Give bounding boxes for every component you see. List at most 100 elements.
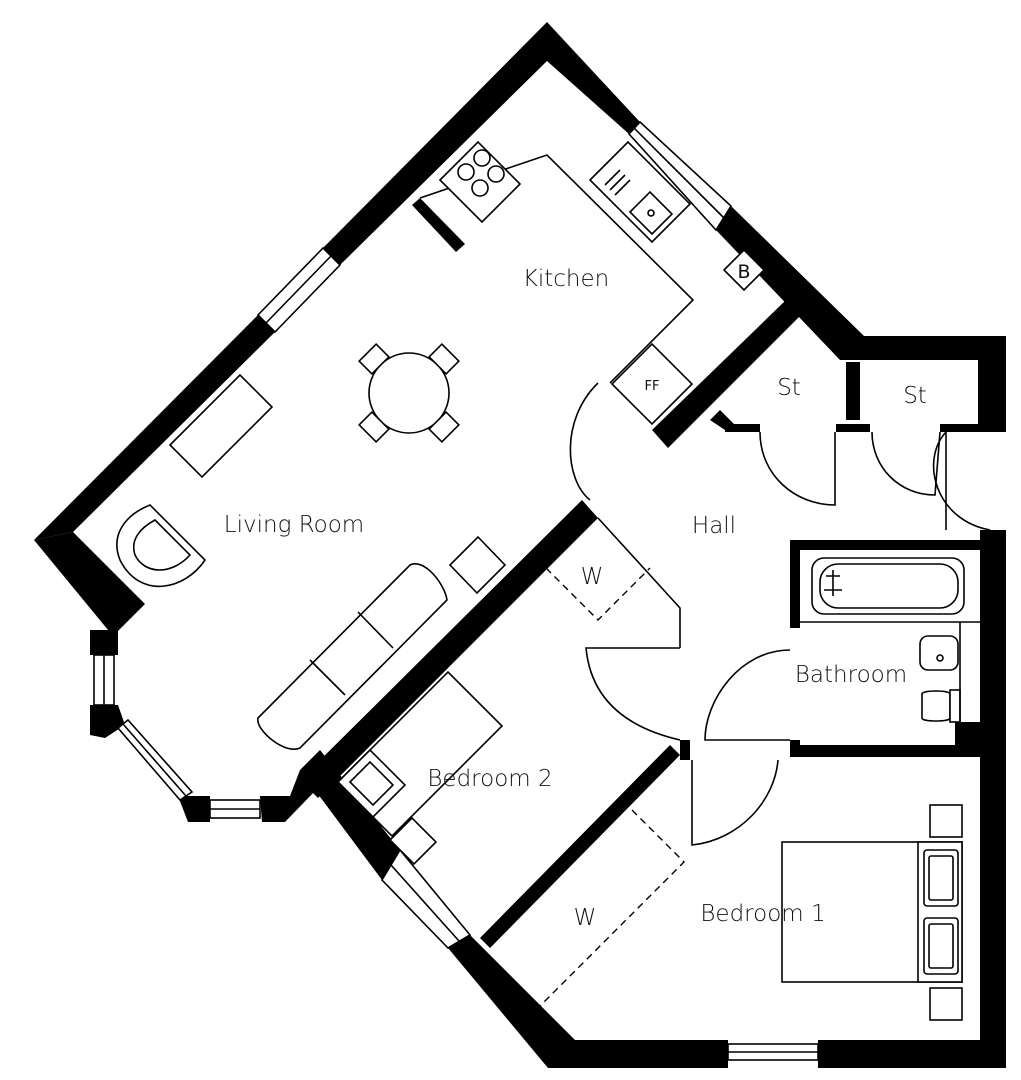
- dining-table: [368, 352, 450, 434]
- interior-walls: [300, 198, 1006, 948]
- kitchen-fittings: B FF: [419, 140, 766, 426]
- wall-kitchen-divider: [412, 198, 465, 252]
- hob-ring-1: [457, 163, 475, 181]
- side-table: [448, 535, 507, 595]
- bed2-fittings: W: [336, 564, 651, 866]
- toilet: [921, 690, 951, 722]
- bed-2-pillow-inner: [348, 760, 395, 807]
- label-store-2: St: [903, 383, 927, 409]
- armchair: [116, 504, 207, 588]
- wardrobe-2-label: W: [581, 564, 604, 590]
- fridge-freezer: [610, 342, 694, 426]
- door-store-2-swing: [871, 431, 941, 496]
- wall-bed2-sw-2: [448, 935, 575, 1068]
- wall-store-bottom-2: [725, 424, 760, 432]
- door-store-1-swing: [759, 431, 836, 506]
- bed2-door-frame: [597, 517, 681, 648]
- hob-ring-2: [473, 149, 491, 167]
- dining-chair-4: [428, 411, 460, 443]
- window-bed2-line: [390, 864, 460, 942]
- boiler-box: [722, 248, 766, 292]
- wall-bay-w: [90, 630, 118, 655]
- basin: [919, 635, 959, 671]
- sink-bowl: [628, 190, 674, 236]
- basin-drain: [936, 654, 944, 662]
- dining-chair-1: [358, 343, 390, 375]
- wall-bay-sw: [90, 705, 125, 738]
- door-kitchen-hall-swing: [569, 382, 599, 501]
- bed-2-pillow: [336, 748, 407, 819]
- door-bed1-swing: [691, 759, 779, 846]
- wall-hall-stub-1: [680, 740, 690, 760]
- wall-bath-top: [790, 540, 1006, 550]
- sofa-cushion-2: [357, 611, 394, 649]
- fridge-freezer-label: FF: [645, 379, 660, 394]
- wardrobe-2: [545, 567, 651, 621]
- bed1-fittings: W: [539, 804, 963, 1021]
- dining-chair-2: [428, 343, 460, 375]
- window-bay-sw-line: [122, 723, 187, 797]
- wall-kitchen-ne: [547, 22, 640, 134]
- bath-taps: [824, 570, 842, 596]
- wall-store-bottom-3: [836, 424, 870, 432]
- wall-bay-s: [178, 796, 210, 822]
- hall-fittings: [569, 382, 991, 846]
- label-kitchen: Kitchen: [523, 266, 609, 292]
- bath: [811, 557, 965, 615]
- bed-1-nightstand-2: [929, 987, 963, 1021]
- wall-store-bottom-4: [940, 424, 980, 432]
- wall-bath-left: [790, 540, 800, 628]
- wardrobe-1: [539, 809, 685, 1007]
- boiler-label: B: [737, 261, 750, 283]
- sink-drain: [647, 209, 655, 217]
- wall-store-mid: [846, 362, 860, 420]
- window-living-line: [265, 255, 332, 324]
- sofa-cushion-1: [309, 659, 346, 696]
- room-labels: Kitchen Living Room Hall Bathroom Bedroo…: [224, 266, 927, 927]
- wall-bath-right-box: [955, 722, 985, 745]
- armchair-seat: [133, 519, 192, 571]
- wall-living-nw: [34, 315, 275, 540]
- wall-kitchen-nw: [323, 22, 547, 265]
- hob: [438, 140, 522, 224]
- window-kitchen-line: [633, 127, 725, 219]
- wall-store-right: [978, 336, 1006, 432]
- bed-2-nightstand: [388, 816, 438, 866]
- label-living-room: Living Room: [224, 512, 364, 538]
- bed-1-pillow-1-inner: [928, 855, 954, 901]
- wall-living-bed2: [300, 500, 598, 798]
- door-entrance-swing: [932, 431, 991, 531]
- windows: [93, 120, 819, 1061]
- label-hall: Hall: [692, 513, 736, 539]
- wall-bed2-bed1: [480, 745, 680, 948]
- label-bathroom: Bathroom: [795, 662, 907, 688]
- label-store-1: St: [777, 375, 801, 401]
- door-bath-swing: [704, 649, 791, 741]
- wall-kitchen-hall: [652, 300, 800, 448]
- bed-1-pillow-2: [923, 917, 959, 975]
- bed-1-pillow-2-inner: [928, 923, 954, 969]
- wardrobe-1-label: W: [574, 905, 597, 931]
- wall-south-2: [818, 1040, 1006, 1068]
- window-bed2: [380, 848, 472, 950]
- wall-east: [980, 530, 1006, 1068]
- wall-south-1: [548, 1040, 728, 1068]
- door-bed2-swing: [585, 647, 681, 741]
- sink-drainer: [604, 169, 631, 196]
- bath-inner: [819, 563, 959, 609]
- hob-ring-4: [487, 165, 505, 183]
- hob-ring-3: [471, 179, 489, 197]
- label-bedroom-1: Bedroom 1: [700, 901, 825, 927]
- exterior-walls: [34, 22, 1006, 1068]
- sofa: [257, 563, 448, 751]
- bathroom-fittings: [800, 557, 980, 723]
- living-furniture: [116, 343, 507, 751]
- dining-chair-3: [358, 411, 390, 443]
- tv-unit: [168, 373, 274, 479]
- wall-kitchen-ne-2: [716, 206, 864, 360]
- wall-bath-bottom-2: [790, 745, 1006, 757]
- wall-bay-se: [260, 770, 316, 822]
- toilet-cistern: [949, 689, 961, 723]
- bed-1-pillow-1: [923, 849, 959, 907]
